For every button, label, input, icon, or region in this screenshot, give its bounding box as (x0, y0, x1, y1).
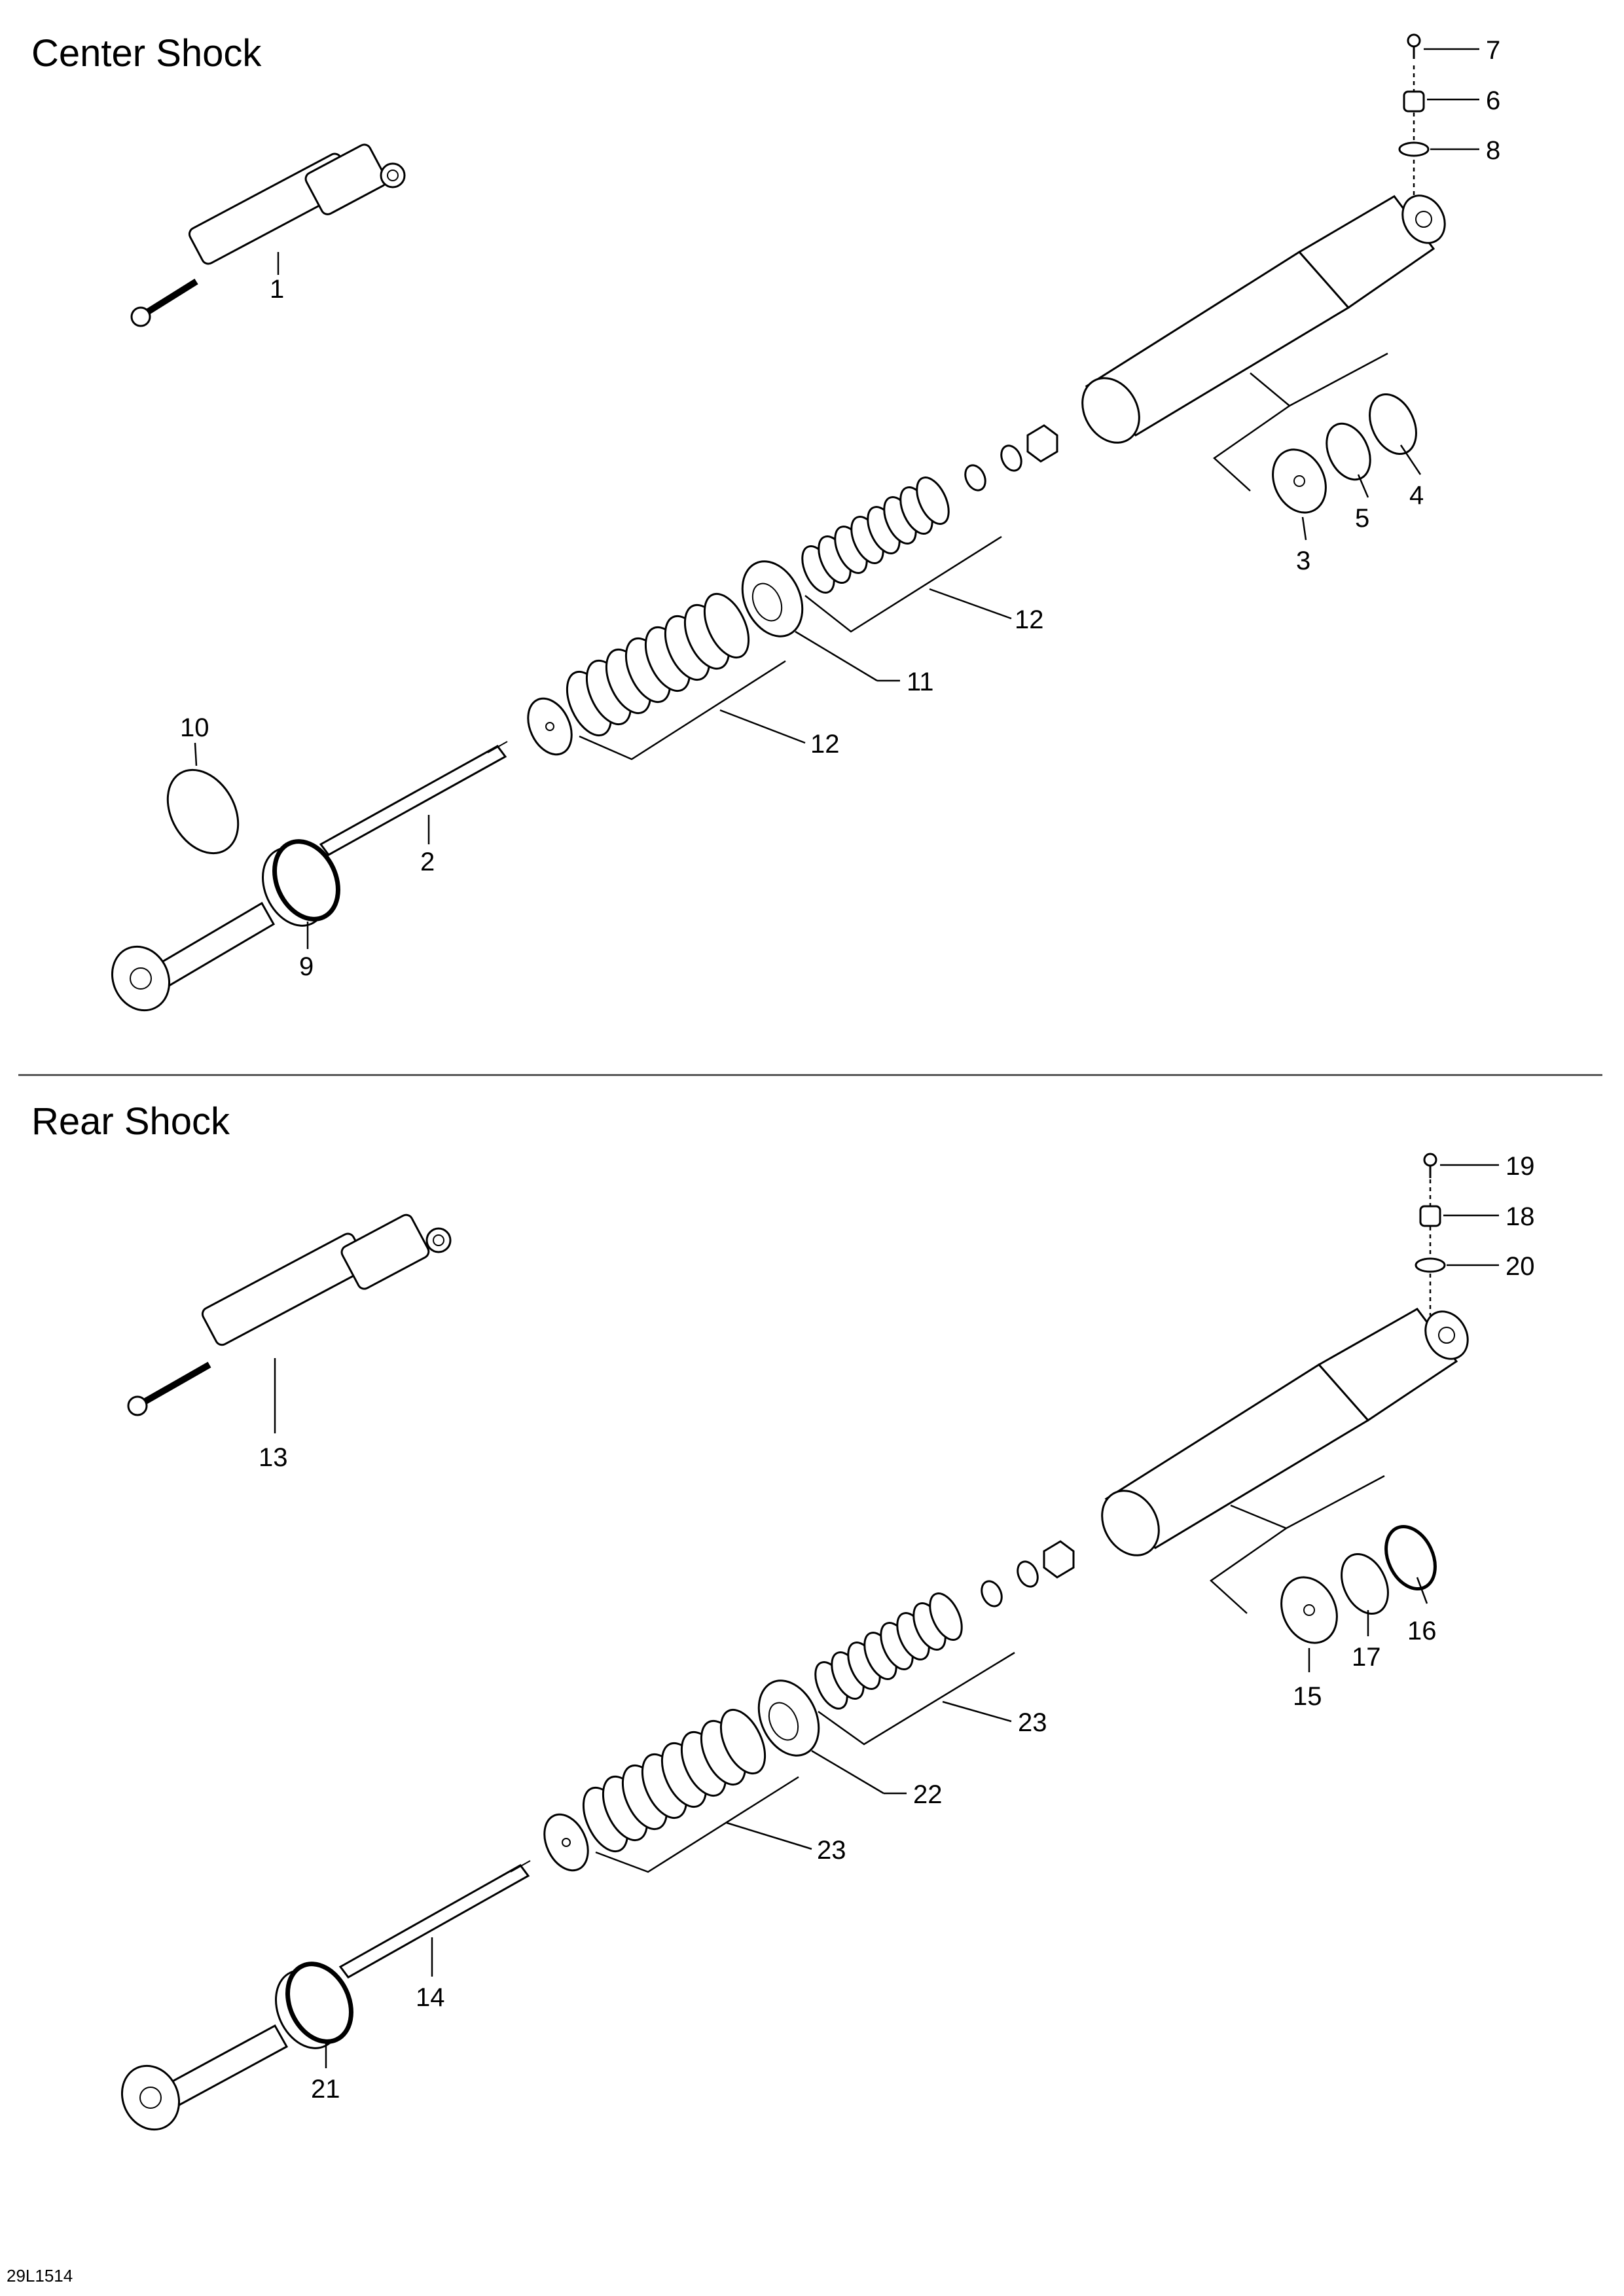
callout-10: 10 (180, 713, 209, 742)
callout-19: 19 (1506, 1152, 1535, 1181)
rear-shock-assembled (127, 1213, 452, 1416)
spring-adjuster-11 (741, 560, 804, 637)
callout-4: 4 (1409, 481, 1424, 510)
valve-cap-18 (1419, 1205, 1441, 1227)
callout-13: 13 (259, 1443, 288, 1472)
piston-3 (1272, 448, 1327, 514)
bracket-12b (579, 660, 786, 761)
callout-6: 6 (1486, 86, 1500, 115)
leader-23b (726, 1821, 812, 1850)
callout-15: 15 (1293, 1682, 1322, 1711)
callout-14: 14 (416, 1983, 445, 2012)
leader-22 (811, 1749, 884, 1795)
callout-16: 16 (1407, 1617, 1437, 1645)
callout-8: 8 (1486, 136, 1500, 165)
leader-12b (719, 709, 806, 744)
o-ring-20 (1415, 1257, 1446, 1273)
spring-seat-center (527, 697, 573, 756)
washer-center-a (1000, 444, 1022, 472)
nut-rear (1043, 1540, 1075, 1579)
o-ring-4 (1369, 393, 1417, 456)
reservoir-bracket-center (1212, 352, 1388, 492)
bracket-12a (804, 535, 1002, 633)
callout-23b: 23 (817, 1836, 846, 1865)
reservoir-bracket-rear (1209, 1475, 1385, 1614)
bracket-23a (818, 1651, 1015, 1746)
washer-center-b (964, 464, 986, 492)
callout-21: 21 (311, 2075, 340, 2104)
leader-3 (1301, 516, 1307, 541)
washer-rear-b (981, 1580, 1003, 1607)
center-shock-assembled (130, 143, 406, 327)
spring-adjuster-22 (757, 1679, 820, 1757)
rear-shock-body (1101, 1308, 1469, 1556)
callout-7: 7 (1486, 36, 1500, 65)
callout-22: 22 (913, 1780, 943, 1809)
nut-center (1026, 424, 1058, 463)
spring-seat-rear (543, 1813, 589, 1872)
o-ring-8 (1398, 141, 1430, 157)
callout-12b: 12 (810, 730, 840, 759)
leader-12a (929, 588, 1012, 620)
shaft-assembly-center (111, 741, 508, 1012)
callout-17: 17 (1352, 1643, 1381, 1672)
washer-rear-a (1017, 1560, 1039, 1588)
center-shock-body (1081, 194, 1446, 444)
piston-15 (1280, 1576, 1338, 1644)
leader-10 (194, 742, 198, 766)
valve-screw-7 (1407, 33, 1421, 59)
section-title-rear-shock: Rear Shock (31, 1100, 230, 1143)
section-title-center-shock: Center Shock (31, 32, 262, 75)
callout-3: 3 (1296, 547, 1310, 575)
callout-1: 1 (270, 275, 284, 304)
spring-large-center (566, 592, 750, 737)
section-divider (18, 1074, 1602, 1076)
bracket-23b (595, 1776, 799, 1873)
callout-9: 9 (299, 952, 314, 981)
leader-23a (942, 1700, 1012, 1723)
snap-ring-17 (1341, 1552, 1389, 1615)
callout-12a: 12 (1015, 605, 1044, 634)
spring-large-rear (582, 1708, 767, 1853)
callout-18: 18 (1506, 1202, 1535, 1231)
snap-ring-10 (166, 768, 240, 855)
spring-small-center (801, 476, 950, 594)
drawing-code: 29L1514 (7, 2266, 73, 2286)
callout-5: 5 (1355, 504, 1369, 533)
snap-ring-5 (1326, 422, 1371, 481)
leader-5 (1357, 474, 1369, 498)
o-ring-16 (1384, 1524, 1437, 1591)
leader-4 (1399, 444, 1422, 475)
leader-16 (1416, 1577, 1428, 1604)
shaft-assembly-rear (120, 1860, 531, 2131)
callout-11: 11 (907, 668, 934, 696)
callout-23a: 23 (1018, 1708, 1047, 1737)
leader-11 (795, 630, 878, 682)
valve-screw-19 (1423, 1153, 1437, 1178)
spring-small-rear (814, 1592, 963, 1710)
callout-2: 2 (420, 848, 435, 876)
callout-20: 20 (1506, 1252, 1535, 1281)
valve-cap-6 (1403, 90, 1425, 113)
